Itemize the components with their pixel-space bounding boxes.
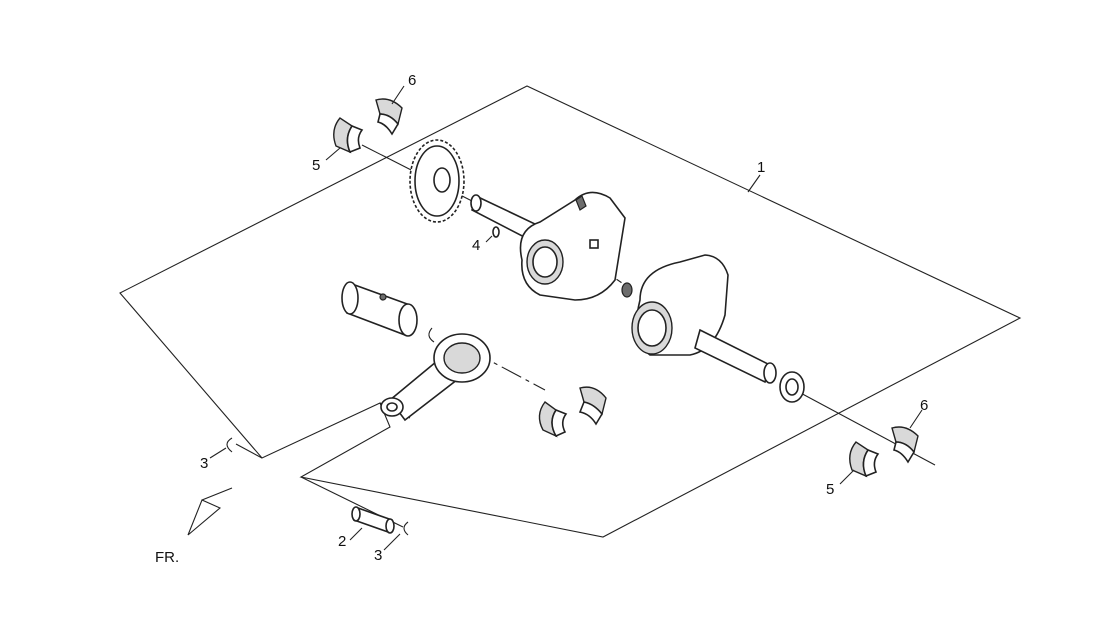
callout-2: 2 — [338, 533, 346, 550]
crankshaft-left-half — [470, 191, 626, 301]
callout-6-lower: 6 — [920, 397, 928, 414]
crankshaft-right-half — [631, 254, 805, 403]
circlip-3-bottom — [403, 521, 409, 536]
callout-1: 1 — [757, 159, 765, 176]
piston-pin — [351, 506, 395, 534]
bearing-shell-5-lower — [849, 441, 880, 478]
callout-3-left: 3 — [200, 455, 208, 472]
callout-3-bottom: 3 — [374, 547, 382, 564]
callout-5-upper: 5 — [312, 157, 320, 174]
crank-pin — [341, 281, 418, 337]
connecting-rod — [380, 333, 491, 422]
bearing-shell-5-upper — [333, 117, 364, 154]
woodruff-key — [492, 226, 500, 238]
callout-4: 4 — [472, 237, 480, 254]
assembly-outline — [119, 85, 1022, 538]
bearing-shell-6-upper — [375, 98, 403, 136]
crank-pin-nut — [621, 282, 633, 298]
drive-gear — [409, 139, 465, 223]
front-label: FR. — [155, 549, 179, 566]
circlip-3-left — [226, 437, 233, 453]
callout-5-lower: 5 — [826, 481, 834, 498]
pin-circlip — [428, 327, 435, 343]
big-end-bearing-shells — [538, 386, 607, 438]
front-direction-arrow: FR. — [155, 487, 233, 566]
bearing-shell-6-lower — [891, 426, 919, 464]
callout-leaders — [209, 85, 923, 551]
callout-6-upper: 6 — [408, 72, 416, 89]
callout-numbers: 6 5 1 4 3 2 3 5 6 — [200, 72, 928, 564]
